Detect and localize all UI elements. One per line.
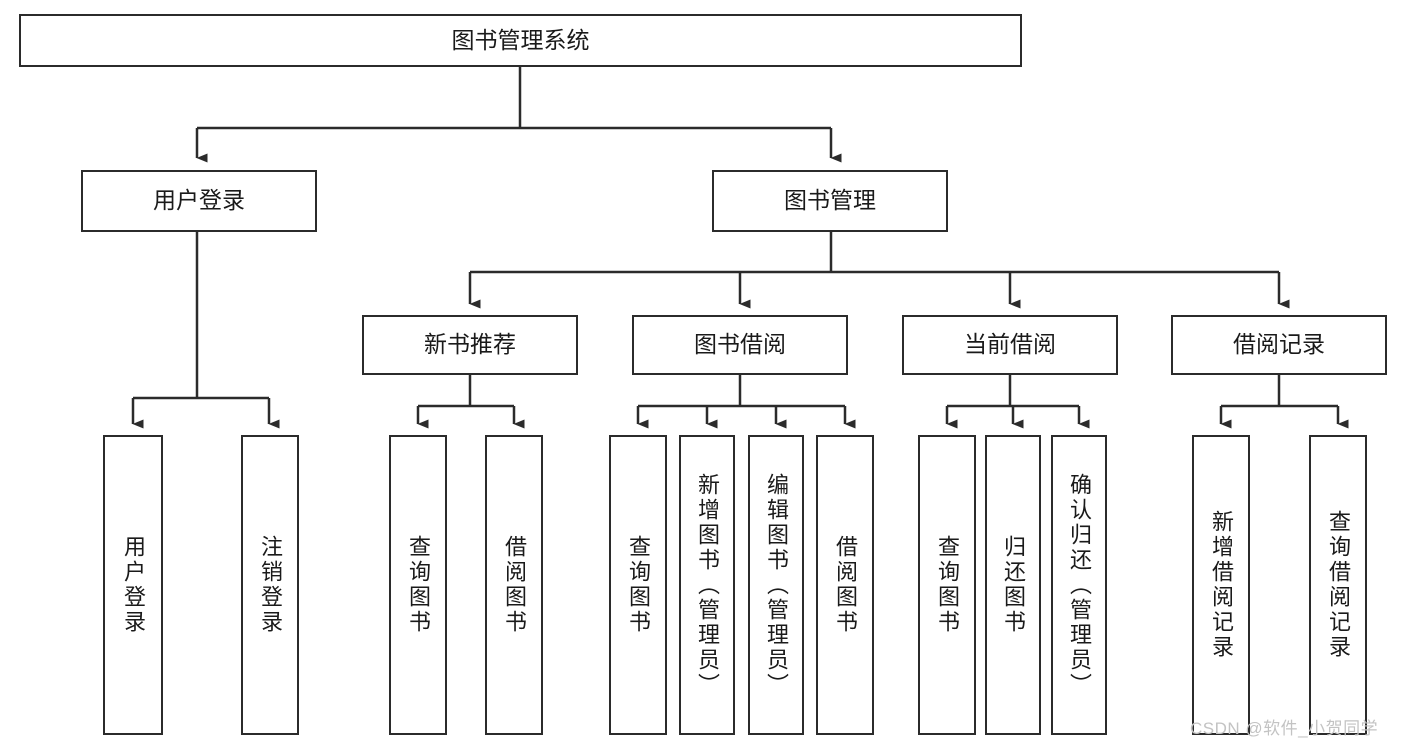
node-leaf-edit-book-label: 编辑图书（管理员） (763, 472, 789, 698)
node-leaf-add-record[interactable]: 新增借阅记录 (1192, 435, 1250, 735)
node-leaf-return-book-label: 归还图书 (1000, 535, 1026, 635)
node-leaf-query-book-2[interactable]: 查询图书 (609, 435, 667, 735)
node-leaf-query-record-label: 查询借阅记录 (1325, 510, 1351, 660)
node-leaf-confirm-return-label: 确认归还（管理员） (1066, 472, 1092, 698)
edge-user-login-to-leaves (131, 232, 280, 429)
node-leaf-query-book-1-label: 查询图书 (405, 535, 431, 635)
node-user-login-label: 用户登录 (153, 187, 245, 214)
node-current-borrow-label: 当前借阅 (964, 331, 1056, 358)
node-leaf-borrow-book-2[interactable]: 借阅图书 (816, 435, 874, 735)
node-leaf-borrow-book-2-label: 借阅图书 (832, 535, 858, 635)
node-root-label: 图书管理系统 (451, 26, 590, 53)
node-current-borrow[interactable]: 当前借阅 (902, 315, 1118, 375)
node-book-management[interactable]: 图书管理 (712, 170, 948, 232)
node-leaf-borrow-book-1-label: 借阅图书 (501, 535, 527, 635)
node-new-book-recommend-label: 新书推荐 (424, 331, 516, 358)
node-book-management-label: 图书管理 (784, 187, 876, 214)
edge-book-management-to-level3 (468, 232, 1290, 309)
node-leaf-query-book-2-label: 查询图书 (625, 535, 651, 635)
node-leaf-add-book-label: 新增图书（管理员） (694, 472, 720, 698)
node-leaf-borrow-book-1[interactable]: 借阅图书 (485, 435, 543, 735)
node-borrow-record-label: 借阅记录 (1233, 331, 1325, 358)
node-book-borrow-label: 图书借阅 (694, 331, 786, 358)
node-leaf-user-logout[interactable]: 注销登录 (241, 435, 299, 735)
node-root[interactable]: 图书管理系统 (19, 14, 1022, 67)
node-leaf-query-record[interactable]: 查询借阅记录 (1309, 435, 1367, 735)
edge-borrow-record-to-leaves (1219, 375, 1349, 429)
node-leaf-add-book[interactable]: 新增图书（管理员） (679, 435, 735, 735)
node-leaf-confirm-return[interactable]: 确认归还（管理员） (1051, 435, 1107, 735)
node-leaf-add-record-label: 新增借阅记录 (1208, 510, 1234, 660)
node-user-login[interactable]: 用户登录 (81, 170, 317, 232)
edge-new-book-recommend-to-leaves (416, 375, 525, 429)
node-leaf-user-login-label: 用户登录 (120, 535, 146, 635)
node-leaf-return-book[interactable]: 归还图书 (985, 435, 1041, 735)
edge-current-borrow-to-leaves (945, 375, 1090, 429)
node-leaf-edit-book[interactable]: 编辑图书（管理员） (748, 435, 804, 735)
csdn-watermark: CSDN @软件_小贺同学 (1190, 719, 1379, 738)
edge-root-to-level2 (195, 67, 842, 163)
node-leaf-user-logout-label: 注销登录 (257, 535, 283, 635)
edge-book-borrow-to-leaves (636, 375, 856, 429)
node-borrow-record[interactable]: 借阅记录 (1171, 315, 1387, 375)
node-leaf-user-login[interactable]: 用户登录 (103, 435, 163, 735)
node-new-book-recommend[interactable]: 新书推荐 (362, 315, 578, 375)
node-leaf-query-book-3-label: 查询图书 (934, 535, 960, 635)
node-book-borrow[interactable]: 图书借阅 (632, 315, 848, 375)
node-leaf-query-book-3[interactable]: 查询图书 (918, 435, 976, 735)
node-leaf-query-book-1[interactable]: 查询图书 (389, 435, 447, 735)
